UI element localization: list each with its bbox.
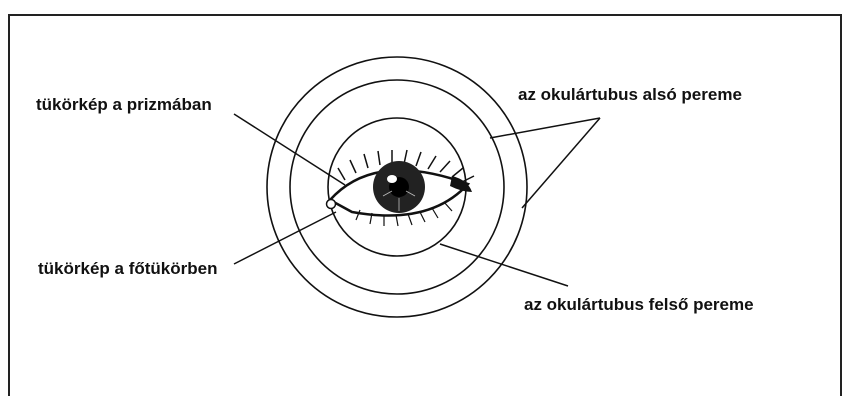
label-mirror-image-main-mirror: tükörkép a főtükörben — [38, 259, 217, 278]
leader-lower-rim-1 — [490, 118, 600, 138]
label-mirror-image-prism: tükörkép a prizmában — [36, 95, 212, 114]
label-eyepiece-tube-upper-rim: az okulártubus felső pereme — [524, 295, 754, 314]
label-eyepiece-tube-lower-rim: az okulártubus alsó pereme — [518, 85, 742, 104]
leader-lower-rim-2 — [522, 118, 600, 208]
reflection-spot — [327, 200, 336, 209]
leader-upper-rim — [440, 244, 568, 286]
leader-prism — [234, 114, 345, 185]
leader-main-mirror — [234, 212, 336, 264]
eye-icon — [327, 150, 475, 226]
